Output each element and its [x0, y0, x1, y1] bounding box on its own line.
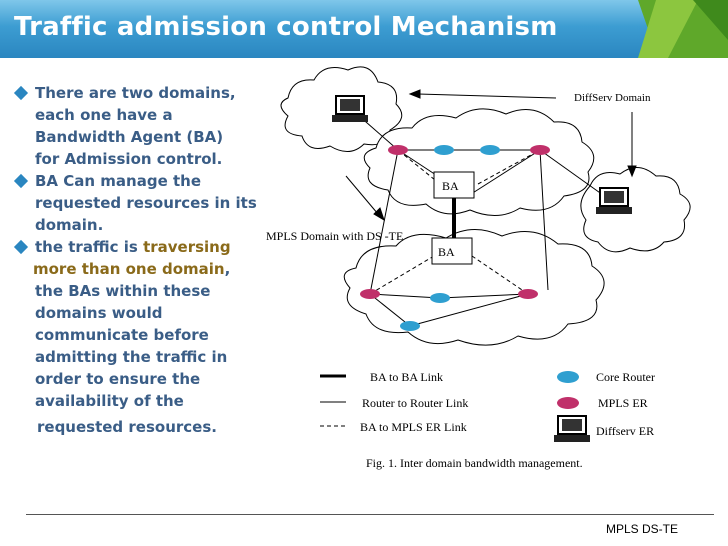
bullet-1-line: There are two domains, — [35, 84, 236, 102]
legend-router-link-label: Router to Router Link — [362, 396, 468, 410]
mpls-domain-label: MPLS Domain with DS -TE — [266, 229, 403, 243]
bullet-2-line: domain. — [35, 216, 104, 234]
bullet-3-line: domains would — [35, 304, 163, 322]
legend-ba-mpls-label: BA to MPLS ER Link — [360, 420, 467, 434]
legend-diffserv-er-label: Diffserv ER — [596, 424, 654, 438]
bullet-3-line: communicate before — [35, 326, 209, 344]
mpls-er-icon — [518, 289, 538, 299]
bullet-3-line: more than one domain, — [33, 258, 264, 280]
mpls-cloud-lower — [343, 229, 605, 346]
network-figure: BA BA DiffServ Domain MPLS Domain with D… — [266, 66, 691, 470]
bullet-3-highlight: traversing — [143, 238, 231, 256]
bullet-1-line: for Admission control. — [35, 150, 223, 168]
core-router-icon — [434, 145, 454, 155]
diamond-bullet-icon — [13, 239, 29, 255]
arrows — [345, 89, 637, 222]
bullet-2-line: requested resources in its — [35, 194, 257, 212]
bullet-2-line: BA Can manage the — [35, 172, 202, 190]
bullet-1-line: each one have a — [35, 106, 173, 124]
bullet-3-line: the BAs within these — [35, 282, 211, 300]
title-bar: Traffic admission control Mechanism — [0, 0, 672, 58]
legend-mpls-er-label: MPLS ER — [598, 396, 648, 410]
ba-er-links — [369, 149, 541, 295]
slide-title: Traffic admission control Mechanism — [14, 12, 558, 42]
bullet-3-highlight-2: more than one domain — [33, 260, 225, 278]
bullet-2: BA Can manage the requested resources in… — [13, 170, 264, 236]
diffserv-domain-label: DiffServ Domain — [574, 92, 651, 104]
figure-caption: Fig. 1. Inter domain bandwidth managemen… — [366, 456, 583, 470]
bullet-3-line: the traffic is traversing — [35, 236, 264, 258]
ba-box-top — [433, 171, 475, 199]
bullet-3-line: availability of the — [35, 392, 184, 410]
bullet-1: There are two domains, each one have a B… — [13, 82, 264, 170]
legend-mpls-er-icon — [557, 397, 579, 409]
diamond-bullet-icon — [13, 173, 29, 189]
footer-text: MPLS DS-TE — [606, 522, 679, 536]
mpls-er-icon — [530, 145, 550, 155]
mpls-er-icon — [388, 145, 408, 155]
core-router-icon — [430, 293, 450, 303]
bullet-list: There are two domains, each one have a B… — [13, 82, 264, 438]
diamond-bullet-icon — [13, 85, 29, 101]
mpls-er-icon — [360, 289, 380, 299]
bullet-3-line: order to ensure the — [35, 370, 201, 388]
bullet-3-comma: , — [224, 260, 231, 278]
bullet-1-line: Bandwidth Agent (BA) — [35, 128, 224, 146]
bullet-3-line: admitting the traffic in — [35, 348, 228, 366]
bullet-3-line: requested resources. — [37, 418, 217, 436]
router-links — [349, 107, 611, 327]
bullet-3-continuation: more than one domain, the BAs within the… — [14, 258, 264, 438]
bullet-3-prefix: the traffic is — [35, 238, 144, 256]
core-router-icon — [400, 321, 420, 331]
legend-diffserv-er-icon — [553, 415, 591, 443]
core-router-icon — [480, 145, 500, 155]
ba-label-bottom: BA — [438, 245, 455, 259]
diffserv-er-computer-icon — [331, 95, 369, 123]
bullet-3: the traffic is traversing — [13, 236, 264, 258]
mpls-cloud-upper — [363, 108, 595, 216]
ba-label-top: BA — [442, 179, 459, 193]
legend-ba-link-label: BA to BA Link — [370, 370, 443, 384]
diffserv-er-computer-icon — [595, 187, 633, 215]
legend-core-router-icon — [557, 371, 579, 383]
corner-ribbon-decoration — [638, 0, 728, 58]
legend-core-router-label: Core Router — [596, 370, 655, 384]
footer-divider — [26, 514, 714, 515]
ba-box-bottom — [431, 237, 473, 265]
